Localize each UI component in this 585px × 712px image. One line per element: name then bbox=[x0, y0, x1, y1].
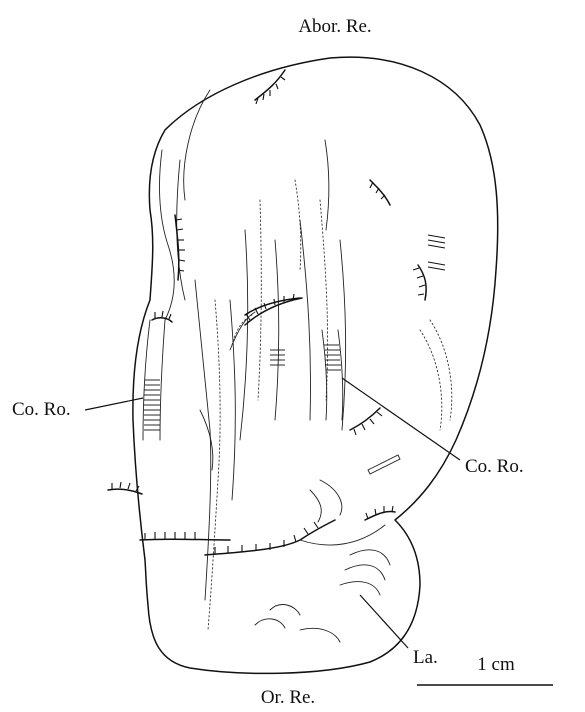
specimen-outline bbox=[133, 57, 498, 673]
leader-co-ro-left bbox=[85, 398, 143, 410]
label-lappet: La. bbox=[413, 647, 438, 668]
internal-structure-lines bbox=[177, 90, 452, 642]
label-connective-rod-right: Co. Ro. bbox=[465, 456, 524, 477]
scale-bar-label: 1 cm bbox=[477, 654, 515, 675]
label-aboral-region: Abor. Re. bbox=[298, 16, 371, 37]
hatched-cut-edges bbox=[108, 70, 426, 554]
leader-lappet bbox=[360, 595, 408, 648]
label-connective-rod-left: Co. Ro. bbox=[12, 399, 71, 420]
label-oral-region: Or. Re. bbox=[261, 687, 315, 708]
connective-rod-right-band bbox=[270, 235, 445, 420]
leader-co-ro-right bbox=[342, 378, 460, 460]
connective-rod-left-band bbox=[143, 320, 165, 440]
